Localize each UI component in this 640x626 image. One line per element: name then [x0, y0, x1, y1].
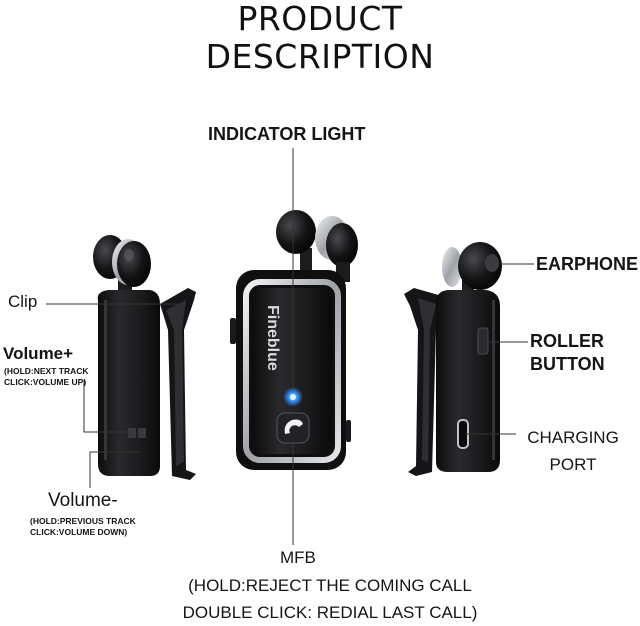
volume-plus-note-line-1: (HOLD:NEXT TRACK — [4, 366, 89, 376]
volume-plus-leader — [83, 380, 130, 433]
volume-minus-note: (HOLD:PREVIOUS TRACK CLICK:VOLUME DOWN) — [30, 516, 136, 538]
title-line-2: DESCRIPTION — [205, 37, 435, 76]
volume-plus-note: (HOLD:NEXT TRACK CLICK:VOLUME UP) — [4, 366, 89, 388]
brand-logo: Fineblue — [264, 305, 281, 371]
chrome-frame — [243, 279, 341, 463]
volume-plus-note-line-2: CLICK:VOLUME UP) — [4, 377, 87, 387]
phone-icon — [284, 419, 303, 434]
volume-minus-note-line-1: (HOLD:PREVIOUS TRACK — [30, 516, 136, 526]
roller-button-label-line-1: ROLLER — [530, 331, 604, 351]
mfb-note-line-1: (HOLD:REJECT THE COMING CALL — [188, 576, 472, 595]
mfb-note: (HOLD:REJECT THE COMING CALL DOUBLE CLIC… — [140, 572, 520, 626]
volume-minus-leader — [89, 451, 140, 488]
roller-button — [477, 327, 489, 355]
volume-plus-label: Volume+ — [3, 344, 74, 363]
roller-button-label-line-2: BUTTON — [530, 354, 605, 374]
title-line-1: PRODUCT — [237, 0, 403, 38]
left-device-body — [97, 290, 160, 476]
clip-label: Clip — [8, 292, 38, 311]
charging-port-label: CHARGING PORT — [518, 424, 628, 478]
volume-plus-button — [128, 428, 136, 438]
mfb-button — [276, 412, 310, 444]
right-clip — [404, 288, 442, 476]
mfb-note-line-2: DOUBLE CLICK: REDIAL LAST CALL) — [182, 603, 478, 622]
volume-minus-label: Volume- — [48, 490, 118, 511]
diagram-title: PRODUCT DESCRIPTION — [0, 0, 640, 76]
right-earbud — [442, 242, 502, 290]
roller-button-label: ROLLER BUTTON — [530, 330, 605, 376]
volume-minus-button — [138, 428, 146, 438]
volume-minus-note-line-2: CLICK:VOLUME DOWN) — [30, 527, 128, 537]
charging-port-label-line-1: CHARGING — [527, 428, 619, 447]
left-earbud — [93, 235, 151, 287]
right-device — [404, 242, 502, 476]
charging-port-label-line-2: PORT — [549, 455, 597, 474]
left-device — [93, 235, 196, 480]
leader-lines — [46, 148, 534, 545]
earphone-label: EARPHONE — [536, 254, 639, 274]
center-earbud — [276, 210, 358, 282]
center-device: Fineblue — [230, 210, 358, 470]
indicator-light-label: INDICATOR LIGHT — [208, 124, 366, 144]
mfb-label: MFB — [280, 548, 316, 567]
